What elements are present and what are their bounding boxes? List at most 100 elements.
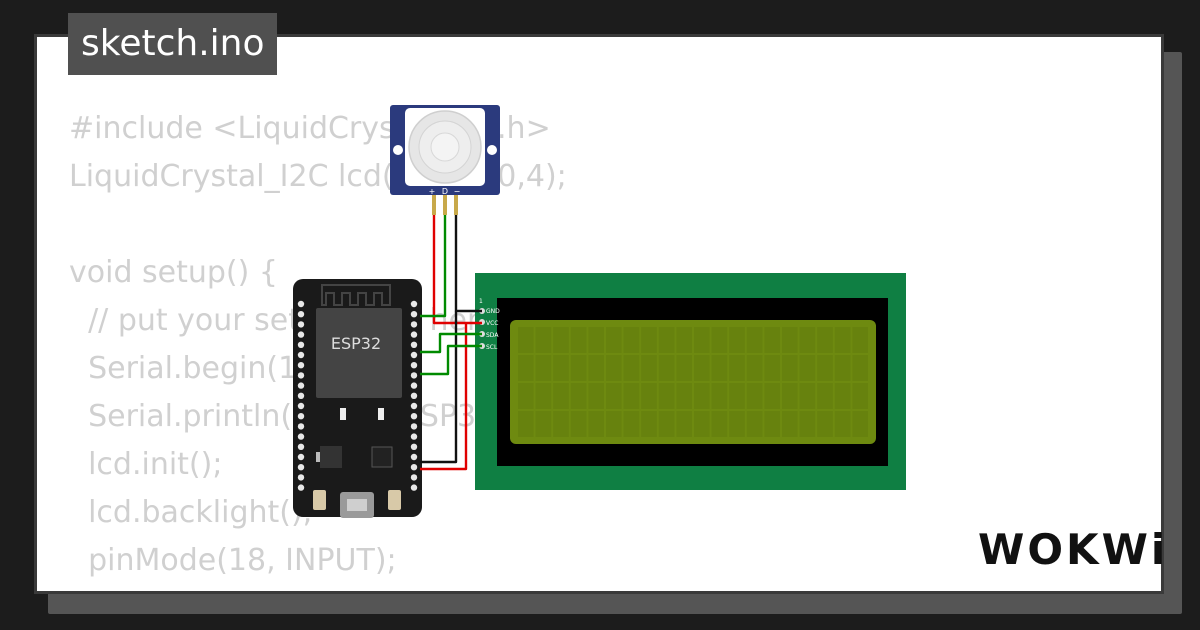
code-line: lcd.backlight(); (69, 495, 313, 530)
esp32-pin (410, 382, 418, 389)
wiring (420, 215, 482, 471)
lcd-char-cell (852, 383, 868, 409)
esp32-pin (410, 300, 418, 308)
esp32-pin (297, 321, 305, 328)
lcd-char-cell (570, 383, 587, 409)
wire-lcd-sda (420, 332, 482, 354)
lcd-char-cell (641, 411, 657, 437)
lcd-char-cell (606, 383, 622, 409)
lcd-char-cell (641, 383, 657, 409)
esp32-pin (297, 453, 305, 461)
esp32-pin (410, 474, 418, 481)
esp32-pin (297, 402, 305, 410)
lcd-pin-gnd: GND (486, 308, 500, 315)
lcd-char-cell (782, 327, 798, 353)
lcd-char-cell (641, 355, 657, 381)
lcd-char-cell (711, 327, 728, 353)
code-line: lcd.init(); (69, 447, 223, 482)
lcd-char-cell (535, 327, 552, 353)
pir-motion-sensor[interactable]: + D − (390, 105, 500, 215)
lcd-char-cell (711, 383, 728, 409)
lcd-char-cell (782, 383, 798, 409)
sketch-filename: sketch.ino (68, 13, 278, 75)
lcd-char-cell (817, 411, 833, 437)
esp32-pin (297, 331, 305, 338)
esp32-pin (297, 362, 305, 369)
lcd-char-cell (852, 411, 868, 437)
esp32-pin (297, 423, 305, 430)
lcd-char-cell (817, 355, 833, 381)
lcd-char-cell (764, 327, 780, 353)
lcd-char-cell (676, 355, 692, 381)
lcd-char-cell (553, 411, 569, 437)
esp32-pin (410, 433, 418, 440)
esp32-pin (410, 413, 418, 420)
lcd-char-cell (658, 383, 675, 409)
lcd-char-cell (606, 411, 622, 437)
esp32-pin (297, 443, 305, 450)
lcd-char-cell (746, 327, 763, 353)
pir-pin-plus: + (429, 187, 436, 196)
lcd-char-cell (518, 411, 534, 437)
esp32-pin (410, 402, 418, 410)
lcd-char-cell (588, 383, 604, 409)
esp32-pin (410, 372, 418, 379)
esp32-pin (410, 311, 418, 318)
lcd-char-cell (764, 383, 780, 409)
lcd-display[interactable]: 1 GND VCC SDA SCL (475, 273, 906, 490)
code-line: void setup() { (69, 255, 278, 290)
lcd-char-cell (570, 327, 587, 353)
wire-lcd-vcc (420, 323, 468, 471)
lcd-char-cell (834, 327, 851, 353)
lcd-char-grid (518, 327, 868, 437)
lcd-char-cell (570, 355, 587, 381)
lcd-char-cell (834, 411, 851, 437)
esp32-pin (410, 321, 418, 328)
lcd-char-cell (834, 383, 851, 409)
esp32-pin (410, 453, 418, 461)
lcd-char-cell (588, 411, 604, 437)
lcd-char-cell (535, 355, 552, 381)
esp32-pin (410, 362, 418, 369)
lcd-char-cell (588, 355, 604, 381)
lcd-pin-label: 1 (479, 298, 483, 305)
esp32-pin (410, 484, 418, 491)
esp32-pin (297, 484, 305, 491)
lcd-char-cell (764, 355, 780, 381)
lcd-char-cell (729, 355, 745, 381)
lcd-char-cell (694, 411, 710, 437)
esp32-pin (297, 474, 305, 481)
lcd-char-cell (694, 327, 710, 353)
lcd-char-cell (799, 327, 816, 353)
lcd-char-cell (658, 327, 675, 353)
esp32-pin (410, 443, 418, 450)
esp32-pin-headers (297, 300, 418, 491)
lcd-char-cell (676, 411, 692, 437)
lcd-char-cell (782, 411, 798, 437)
lcd-char-cell (518, 355, 534, 381)
esp32-board[interactable]: ESP32 (293, 279, 422, 518)
lcd-char-cell (588, 327, 604, 353)
esp32-pin (297, 341, 305, 348)
esp32-pin (410, 331, 418, 338)
lcd-char-cell (711, 411, 728, 437)
esp32-pin (410, 464, 418, 471)
esp32-pin (297, 300, 305, 308)
lcd-char-cell (570, 411, 587, 437)
lcd-char-cell (518, 383, 534, 409)
lcd-pin-sda: SDA (486, 332, 499, 339)
wire-pir-data (420, 215, 447, 318)
lcd-char-cell (711, 355, 728, 381)
wire-pir-vcc (432, 215, 482, 325)
lcd-char-cell (676, 383, 692, 409)
lcd-char-cell (535, 383, 552, 409)
lcd-char-cell (623, 355, 640, 381)
lcd-char-cell (694, 355, 710, 381)
esp32-pin (297, 382, 305, 389)
code-line: pinMode(18, INPUT); (69, 543, 397, 578)
lcd-pin-vcc: VCC (486, 320, 498, 327)
lcd-char-cell (641, 327, 657, 353)
esp32-pin (410, 392, 418, 399)
lcd-char-cell (799, 355, 816, 381)
